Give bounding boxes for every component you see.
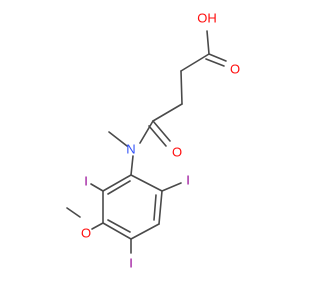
amide-nitrogen-label: N xyxy=(126,142,135,157)
bond-c-oh xyxy=(206,30,210,55)
ring-bond-6-inner xyxy=(107,180,131,195)
methoxy-oxygen-label: O xyxy=(81,226,91,241)
hydroxyl-label: OH xyxy=(197,11,217,26)
ring-bond-3 xyxy=(130,223,160,240)
bond-c-o-double-b xyxy=(205,58,225,67)
bond-layer xyxy=(66,30,227,254)
ring-bond-6 xyxy=(102,174,132,192)
iodine-top-left-label: I xyxy=(84,174,88,189)
amide-carbonyl-oxygen-label: O xyxy=(172,145,182,160)
bond-amide-c-o-a xyxy=(152,120,171,142)
bond-ring-iodine-right xyxy=(161,182,182,192)
bond-chain-1 xyxy=(180,53,210,72)
acid-carbonyl-oxygen-label: O xyxy=(230,62,240,77)
iodine-right-label: I xyxy=(186,173,190,188)
iodine-bottom-label: I xyxy=(129,256,133,271)
bond-chain-3 xyxy=(152,103,183,122)
bond-n-ring xyxy=(130,155,134,176)
bond-chain-2 xyxy=(180,70,183,105)
bond-c-o-double-a xyxy=(208,53,227,62)
ring-bond-4 xyxy=(102,222,132,240)
bond-amide-c-n xyxy=(139,120,154,144)
bond-amide-c-o-b xyxy=(148,125,167,147)
ring-bond-1 xyxy=(130,174,163,192)
molecule-drawing: OH O O N I I O I xyxy=(66,11,240,271)
bond-ring-methoxy-o xyxy=(91,222,104,230)
bond-ring-iodine-top-left xyxy=(90,183,104,192)
bond-methoxy-methyl xyxy=(66,207,81,218)
structure-canvas: OH O O N I I O I xyxy=(66,11,240,271)
bond-n-methyl xyxy=(108,131,128,147)
ring-bond-2-inner xyxy=(153,194,157,221)
ring-bond-2 xyxy=(158,190,163,225)
atom-label-layer: OH O O N I I O I xyxy=(81,11,240,271)
ring-bond-4-inner xyxy=(107,219,131,233)
